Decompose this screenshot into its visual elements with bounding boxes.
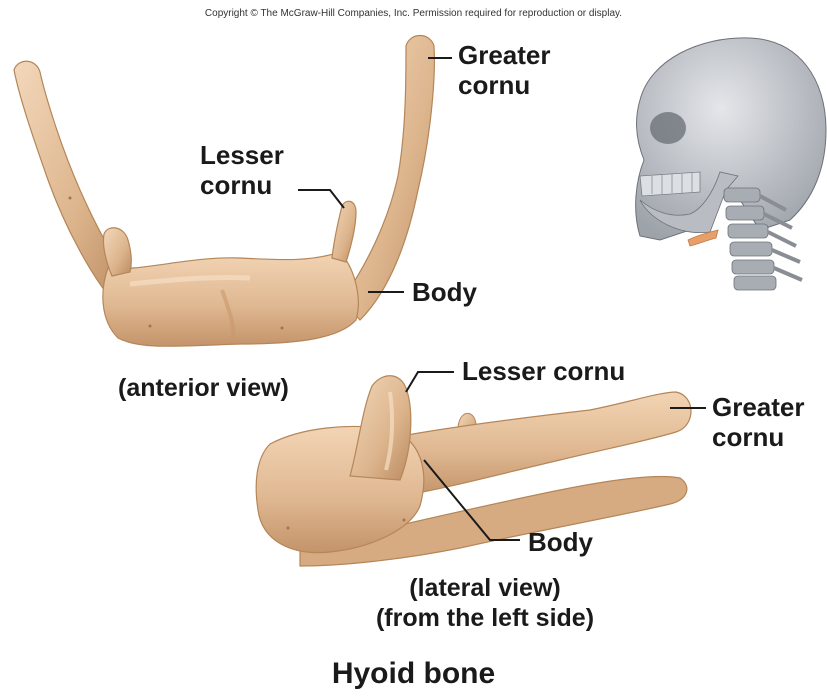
label-greater-cornu-anterior: Greater cornu [458,40,551,100]
label-greater-cornu-lateral: Greater cornu [712,392,805,452]
anterior-right-lesser-cornu [332,201,356,262]
anterior-body [103,252,358,346]
lateral-hyoid [256,376,691,566]
figure-title: Hyoid bone [0,657,827,691]
caption-lateral-view: (lateral view) (from the left side) [330,573,640,633]
leader-lesser-cornu-lateral [406,372,454,392]
caption-anterior-view: (anterior view) [118,373,289,403]
label-lesser-cornu-lateral: Lesser cornu [462,356,625,386]
label-body-anterior: Body [412,277,477,307]
leader-lesser-cornu-anterior [298,190,344,208]
label-lesser-cornu-anterior: Lesser cornu [200,140,284,200]
skull-illustration [636,38,826,290]
label-body-lateral: Body [528,527,593,557]
